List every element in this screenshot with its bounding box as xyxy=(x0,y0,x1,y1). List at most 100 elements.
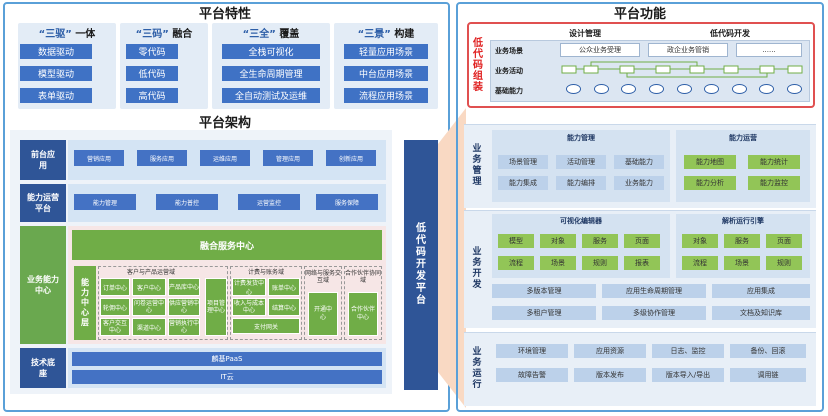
activity-flow xyxy=(561,61,803,78)
engine-item: 规则 xyxy=(766,256,802,270)
platform-features-title: 平台特性 xyxy=(198,6,251,22)
engine-item: 页面 xyxy=(766,234,802,248)
row-label-base: 基础能力 xyxy=(495,87,523,95)
capability-node xyxy=(787,84,802,94)
engine-item: 场景 xyxy=(724,256,760,270)
network-domain-title: 网络与服务交互域 xyxy=(304,270,341,284)
feature-item: 数据驱动 xyxy=(20,44,92,59)
feature-header-3: “三全” 覆盖 xyxy=(242,28,300,40)
engine-item: 服务 xyxy=(724,234,760,248)
capmgmt-item: 基础能力 xyxy=(614,155,664,169)
customer-item: 轮佣中心 xyxy=(100,298,130,316)
tech-itcloud: IT云 xyxy=(72,370,382,384)
capability-node xyxy=(566,84,581,94)
feature-item: 全栈可视化 xyxy=(222,44,320,59)
ops-label: 能力运营平台 xyxy=(20,184,66,222)
dev-bottom-item: 应用集成 xyxy=(712,284,810,298)
assembly-label: 低代码组装 xyxy=(473,37,483,93)
run-item: 备份、回滚 xyxy=(730,344,806,358)
capmgmt-item: 业务能力 xyxy=(614,176,664,190)
capability-node xyxy=(593,84,609,94)
feature-header-4: “三景” 构建 xyxy=(357,28,415,40)
customer-item: 订单中心 xyxy=(100,278,130,296)
capmgmt-item: 活动管理 xyxy=(556,155,606,169)
ops-item: 运营监控 xyxy=(238,194,300,210)
run-label: 业务运行 xyxy=(472,347,482,390)
engine-title: 解析运行引擎 xyxy=(722,217,764,225)
run-item: 版本发布 xyxy=(574,368,646,382)
customer-item: 营销执行中心 xyxy=(168,318,200,336)
editor-item: 报表 xyxy=(624,256,660,270)
editor-item: 页面 xyxy=(624,234,660,248)
biz-label-box: 业务能力中心 xyxy=(20,226,66,344)
dev-bottom-item: 文档及知识库 xyxy=(712,306,810,320)
capops-item: 能力分析 xyxy=(684,176,736,190)
editor-item: 模型 xyxy=(498,234,534,248)
editor-item: 对象 xyxy=(540,234,576,248)
capmgmt-title: 能力管理 xyxy=(567,134,595,142)
billing-item: 结算中心 xyxy=(268,298,300,316)
biz-label: 业务能力中心 xyxy=(27,275,59,295)
feature-item: 全生命周期管理 xyxy=(222,66,320,81)
row-label-activity: 业务活动 xyxy=(495,67,523,75)
base-capabilities xyxy=(566,82,802,96)
run-item: 故障告警 xyxy=(496,368,568,382)
editor-item: 服务 xyxy=(582,234,618,248)
tech-label: 技术底座 xyxy=(20,348,66,388)
customer-item: 产品库中心 xyxy=(168,278,200,296)
feature-header-2: “三码” 融合 xyxy=(135,28,193,40)
tech-paas: 麟基PaaS xyxy=(72,352,382,366)
editor-item: 规则 xyxy=(582,256,618,270)
feature-header-1: “三驱” 一体 xyxy=(38,28,96,40)
partner-domain-title: 合作伙伴协同域 xyxy=(344,270,381,284)
capability-node xyxy=(648,84,664,94)
dev-bottom-item: 多租户管理 xyxy=(492,306,596,320)
frontend-item: 营销应用 xyxy=(74,150,124,166)
network-item: 开通中心 xyxy=(308,292,338,336)
frontend-item: 运维应用 xyxy=(200,150,250,166)
dev-label: 业务开发 xyxy=(472,247,482,290)
architecture-title: 平台架构 xyxy=(198,115,251,131)
customer-item: 问卷运营中心 xyxy=(132,298,166,316)
customer-domain-title: 客户与产品运营域 xyxy=(126,269,175,276)
platform-functions-title: 平台功能 xyxy=(613,6,666,22)
ops-item: 能力普控 xyxy=(156,194,218,210)
frontend-label: 前台应用 xyxy=(20,140,66,180)
feature-item: 表单驱动 xyxy=(20,88,92,103)
fusion-center: 融合服务中心 xyxy=(72,230,382,260)
mgmt-label: 业务管理 xyxy=(472,144,482,187)
capability-node xyxy=(621,84,637,94)
lowcode-platform: 低代码开发平台 xyxy=(404,140,438,390)
run-item: 应用资源 xyxy=(574,344,646,358)
billing-item: 账单中心 xyxy=(268,278,300,296)
billing-item: 收入与成本中心 xyxy=(232,298,266,316)
capops-title: 能力运营 xyxy=(729,134,757,142)
design-mgmt-title: 设计管理 xyxy=(569,28,601,38)
feature-item: 中台应用场景 xyxy=(344,66,428,81)
billing-domain-title: 计费与账务域 xyxy=(247,269,284,276)
capability-node xyxy=(759,84,775,94)
lowcode-platform-label: 低代码开发平台 xyxy=(416,223,426,306)
editor-title: 可视化编辑器 xyxy=(560,217,602,225)
capmgmt-item: 场景管理 xyxy=(498,155,548,169)
customer-item: 供应营销中心 xyxy=(168,298,200,316)
feature-item: 全自动测试及运维 xyxy=(222,88,320,103)
engine-item: 流程 xyxy=(682,256,718,270)
customer-item: 客户中心 xyxy=(132,278,166,296)
lowcode-dev-title: 低代码开发 xyxy=(710,28,750,38)
feature-item: 流程应用场景 xyxy=(344,88,428,103)
run-item: 版本导入/导出 xyxy=(652,368,724,382)
billing-item: 支付网关 xyxy=(232,318,300,334)
frontend-item: 服务应用 xyxy=(137,150,187,166)
scene-item: ...... xyxy=(736,43,802,57)
scene-item: 公众业务受理 xyxy=(560,43,640,57)
editor-item: 场景 xyxy=(540,256,576,270)
run-item: 调用链 xyxy=(730,368,806,382)
capability-layer-label: 能力中心层 xyxy=(74,266,96,340)
billing-item: 计费发货中心 xyxy=(232,278,266,296)
feature-item: 低代码 xyxy=(126,66,178,81)
billing-domain xyxy=(230,266,302,340)
right-panel xyxy=(456,2,824,412)
frontend-item: 创新应用 xyxy=(326,150,376,166)
run-item: 环境管理 xyxy=(496,344,568,358)
